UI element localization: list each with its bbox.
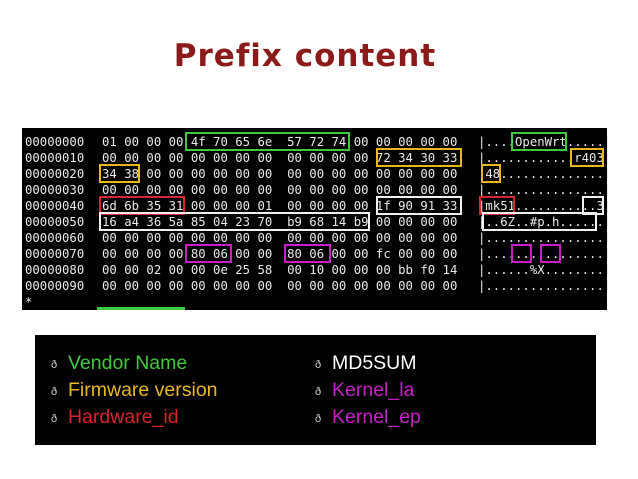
firmware-version-bytes-highlight [376,148,462,167]
hex-ascii: |............r403| [478,151,612,165]
firmware-version-ascii-cont-highlight [481,164,501,183]
bullet-icon: ð [51,359,58,371]
hardware-id-ascii-highlight [479,196,515,215]
hex-offset: 00000020 [25,167,85,181]
hex-offset: 00000000 [25,135,85,149]
firmware-version-bytes-cont-highlight [99,164,140,183]
hex-offset: 00000040 [25,199,85,213]
legend-label: Kernel_la [332,379,415,401]
kernel-la-bytes-highlight [185,244,232,263]
firmware-version-ascii-highlight [570,148,604,167]
hex-bytes: 16 a4 36 5a 85 04 23 70 b9 68 14 b9 00 0… [102,215,458,229]
hex-bytes: 00 00 00 00 00 00 00 00 00 00 00 00 72 3… [102,151,458,165]
hex-offset: 00000010 [25,151,85,165]
hex-bytes: 00 00 02 00 00 0e 25 58 00 10 00 00 00 b… [102,263,458,277]
legend-label: Hardware_id [68,406,179,428]
hexdump-panel: 00000000 01 00 00 00 4f 70 65 6e 57 72 74… [22,128,611,310]
bullet-icon: ð [51,386,58,398]
hex-bytes: 00 00 00 00 80 06 00 00 80 06 00 00 fc 0… [102,247,458,261]
vendor-name-ascii-highlight [511,132,567,151]
hex-bytes: 00 00 00 00 00 00 00 00 00 00 00 00 00 0… [102,231,458,245]
hex-bytes: 34 38 00 00 00 00 00 00 00 00 00 00 00 0… [102,167,458,181]
hex-offset: 00000090 [25,279,85,293]
legend-panel: ð Vendor Name ð Firmware version ð Hardw… [35,335,596,445]
kernel-ep-bytes-highlight [284,244,331,263]
legend-label: MD5SUM [332,352,417,374]
hex-offset: 00000050 [25,215,85,229]
slide-title: Prefix content [173,38,437,74]
hex-ascii: |48..............| [478,167,612,181]
hex-ascii: |......%X........| [478,263,612,277]
hex-ascii: |..6Z..#p.h......| [478,215,612,229]
hex-bytes: 00 00 00 00 00 00 00 00 00 00 00 00 00 0… [102,279,458,293]
hex-end-marker: * [25,295,33,309]
bullet-icon: ð [51,413,58,425]
hex-ascii: |mk51...........3| [478,199,612,213]
md5sum-ascii-cont-highlight [482,212,597,231]
bullet-icon: ð [315,386,322,398]
kernel-ep-ascii-highlight [540,244,561,263]
hex-bytes: 01 00 00 00 4f 70 65 6e 57 72 74 00 00 0… [102,135,458,149]
bullet-icon: ð [315,359,322,371]
vendor-name-bytes-highlight [185,132,350,151]
hardware-id-bytes-highlight [99,196,185,215]
hex-offset: 00000080 [25,263,85,277]
hex-bytes: 6d 6b 35 31 00 00 00 01 00 00 00 00 1f 9… [102,199,458,213]
hex-offset: 00000060 [25,231,85,245]
bullet-icon: ð [315,413,322,425]
legend-label: Kernel_ep [332,406,421,428]
hex-ascii: |................| [478,231,612,245]
legend-label: Firmware version [68,379,218,401]
hex-bytes: 00 00 00 00 00 00 00 00 00 00 00 00 00 0… [102,183,458,197]
hex-offset: 00000070 [25,247,85,261]
md5sum-bytes-highlight [376,196,462,215]
hex-ascii: |................| [478,279,612,293]
hex-ascii: |................| [478,183,612,197]
green-underline-bar [97,307,185,310]
md5sum-ascii-highlight [582,196,604,215]
legend-label: Vendor Name [68,352,188,374]
md5sum-bytes-cont-highlight [99,212,370,231]
kernel-la-ascii-highlight [511,244,532,263]
hex-offset: 00000030 [25,183,85,197]
